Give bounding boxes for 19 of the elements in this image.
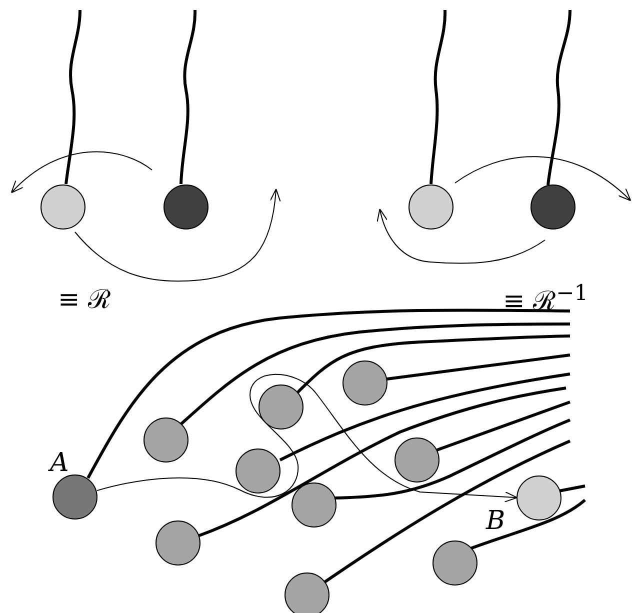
equivalence-label: ≡ ℛ$^{−1}$ <box>503 283 588 315</box>
particle-circle <box>52 474 98 520</box>
particle-circle <box>258 384 304 430</box>
particle-circle <box>530 184 576 230</box>
equivalence-label: ≡ ℛ <box>58 287 112 313</box>
particle-circle <box>408 184 454 230</box>
particle-circle <box>163 184 209 230</box>
particle-circle <box>291 482 337 528</box>
particle-circle <box>394 437 440 483</box>
particle-circle <box>40 184 86 230</box>
particle-circle <box>342 360 388 406</box>
particle-circle <box>235 448 281 494</box>
particle-circle <box>432 540 478 586</box>
particle-circle <box>155 520 201 566</box>
arrow <box>96 374 518 502</box>
particle-circle <box>143 417 189 463</box>
point-label: B <box>486 508 506 534</box>
particle-circle <box>516 475 562 521</box>
point-label: A <box>50 450 69 476</box>
